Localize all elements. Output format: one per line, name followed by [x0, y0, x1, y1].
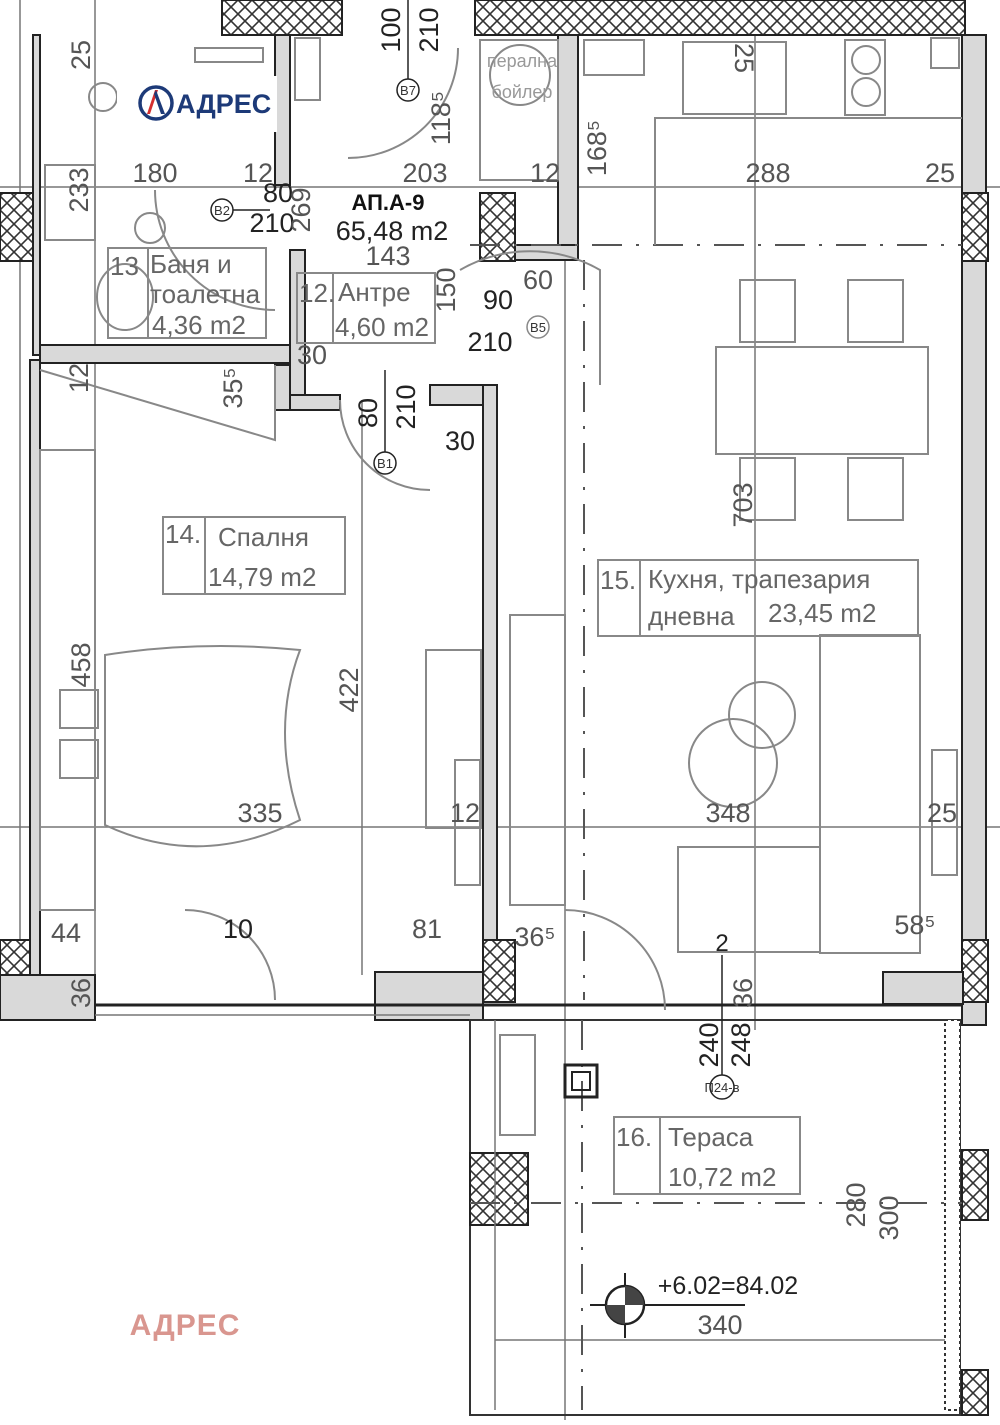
room-12-area: 4,60 m2	[335, 312, 429, 342]
room-15-number: 15.	[600, 565, 636, 595]
dim: 2	[715, 930, 728, 957]
room-12-number: 12.	[299, 278, 335, 308]
dim: 288	[745, 158, 790, 188]
dim: 150	[431, 267, 461, 312]
dim: 703	[728, 482, 758, 527]
dim: 210	[467, 327, 512, 357]
dim: 248	[726, 1022, 756, 1067]
dim: 90	[483, 285, 513, 315]
dim: 10	[223, 914, 253, 944]
dim: 12	[243, 158, 273, 188]
dim: 30	[445, 426, 475, 456]
dim: 35⁵	[218, 367, 248, 408]
room-13-area: 4,36 m2	[152, 310, 246, 340]
dim: 36	[66, 978, 96, 1008]
dim: 25	[729, 43, 759, 73]
room-15-name-line1: Кухня, трапезария	[648, 564, 870, 594]
door-tags	[210, 0, 735, 1100]
agency-logo	[117, 76, 277, 132]
dim: 12	[530, 158, 560, 188]
dim: 81	[412, 914, 442, 944]
door-tag-b2: B2	[214, 203, 230, 218]
axis-lines	[470, 244, 962, 1410]
dim: 60	[523, 265, 553, 295]
room-15-name-line2: дневна	[648, 601, 735, 631]
dim: 210	[249, 208, 294, 238]
dim: 143	[365, 241, 410, 271]
dim: 100	[376, 7, 406, 52]
dim: 168⁵	[582, 120, 612, 176]
apartment-name: АП.А-9	[352, 190, 425, 215]
washer-label: перална	[487, 51, 558, 71]
room-14-area: 14,79 m2	[208, 562, 316, 592]
dim: 36	[728, 978, 758, 1008]
dim: 340	[697, 1310, 742, 1340]
room-13-name-line1: Баня и	[150, 249, 232, 279]
dim: 80	[263, 178, 293, 208]
door-tag-b7: B7	[400, 83, 416, 98]
dim: 44	[51, 918, 81, 948]
dim: 30	[297, 340, 327, 370]
dim: 335	[237, 798, 282, 828]
dim: 269	[286, 187, 316, 232]
room-13-number: 13	[110, 251, 139, 281]
dim: 210	[391, 384, 421, 429]
furniture	[39, 37, 962, 1136]
room-12-name: Антре	[338, 277, 411, 307]
room-14-number: 14.	[165, 519, 201, 549]
room-13-name-line2: тоалетна	[150, 279, 261, 309]
dim: 240	[694, 1022, 724, 1067]
dim: 180	[132, 158, 177, 188]
dim: 280	[841, 1182, 871, 1227]
dim: 422	[334, 667, 364, 712]
door-tag-b5: B5	[530, 320, 546, 335]
room-14-name: Спалня	[218, 522, 309, 552]
room-label-boxes	[107, 247, 919, 1195]
dim: 210	[414, 7, 444, 52]
watermark: АДРЕС	[130, 1309, 241, 1342]
dim: 348	[705, 798, 750, 828]
room-16-number: 16.	[616, 1122, 652, 1152]
dim: 300	[874, 1195, 904, 1240]
dim: 118⁵	[426, 91, 456, 145]
dimensions: 180 12 203 12 288 25 80 210 143 60 90 21…	[51, 7, 957, 1340]
dim: 233	[64, 167, 94, 212]
dim: 12	[64, 363, 94, 393]
level-marker-icon	[590, 1273, 745, 1338]
level-label: +6.02=84.02	[658, 1272, 798, 1300]
door-tag-b1: B1	[377, 456, 393, 471]
dim: 458	[66, 642, 96, 687]
dim: 25	[66, 40, 96, 70]
dim: 58⁵	[894, 910, 935, 940]
door-tag-p24: П24-в	[704, 1080, 739, 1095]
room-16-name: Тераса	[668, 1122, 754, 1152]
dim: 12	[450, 798, 480, 828]
room-15-area: 23,45 m2	[768, 598, 876, 628]
dim: 203	[402, 158, 447, 188]
dim: 25	[927, 798, 957, 828]
boiler-label: бойлер	[492, 82, 553, 102]
agency-logo-text: АДРЕС	[176, 89, 271, 119]
room-16-area: 10,72 m2	[668, 1162, 776, 1192]
dim: 80	[353, 398, 383, 428]
dim: 25	[925, 158, 955, 188]
apartment-area: 65,48 m2	[336, 216, 449, 246]
dim: 36⁵	[514, 922, 555, 952]
